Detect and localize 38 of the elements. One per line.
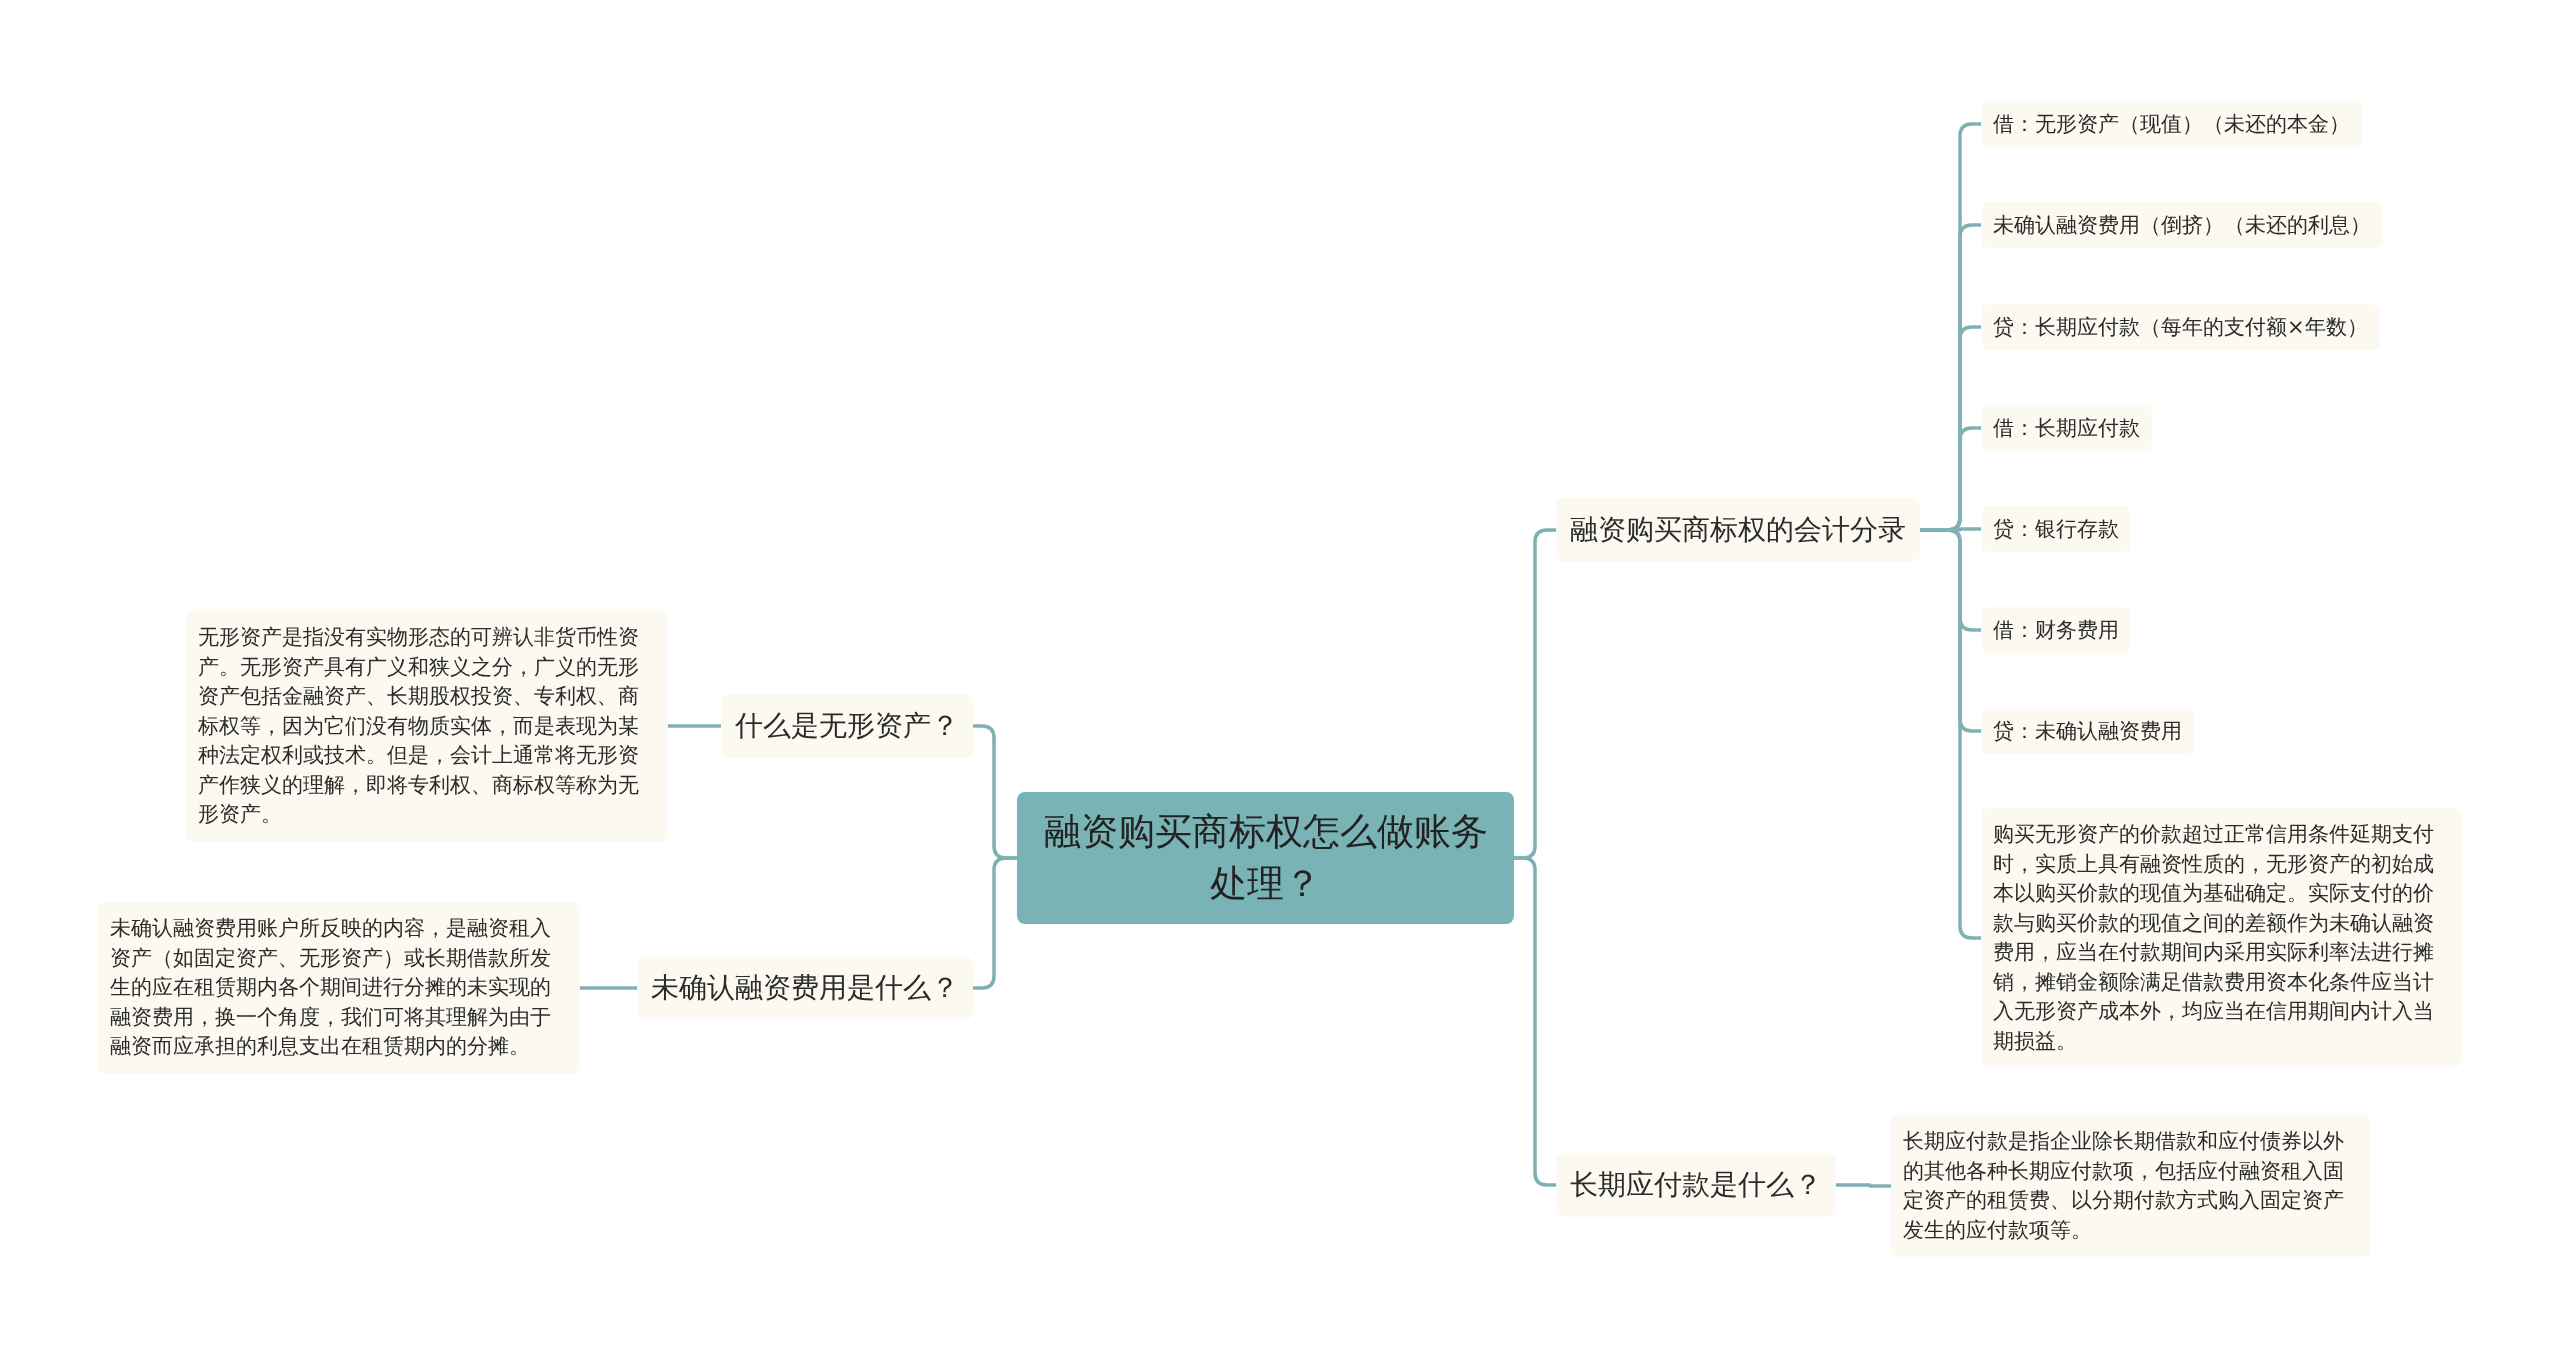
topic-text: 借：无形资产（现值）（未还的本金） bbox=[1993, 111, 2350, 138]
subtopic-box bbox=[1981, 708, 2194, 754]
topic-text: 贷：长期应付款（每年的支付额×年数） bbox=[1993, 314, 2368, 341]
subtopic-box bbox=[1981, 101, 2362, 147]
topic-text: 融资购买商标权怎么做账务处理？ bbox=[1042, 809, 1489, 907]
subtopic-box bbox=[1981, 202, 2383, 248]
topic-text: 未确认融资费用是什么？ bbox=[651, 970, 959, 1006]
connector-line bbox=[668, 724, 721, 728]
subtopic-box bbox=[1981, 506, 2131, 552]
topic-text: 贷：银行存款 bbox=[1993, 516, 2119, 543]
connector-line bbox=[580, 986, 637, 990]
connector-line bbox=[1514, 856, 1556, 1187]
topic-box bbox=[721, 694, 973, 758]
note-box bbox=[1981, 808, 2461, 1068]
topic-text: 借：财务费用 bbox=[1993, 617, 2119, 644]
topic-text: 融资购买商标权的会计分录 bbox=[1570, 512, 1906, 548]
topic-text: 贷：未确认融资费用 bbox=[1993, 718, 2182, 745]
note-box bbox=[98, 902, 580, 1074]
connector-line bbox=[973, 856, 1017, 990]
topic-box bbox=[1556, 1153, 1836, 1217]
subtopic-box bbox=[1981, 607, 2131, 653]
topic-text: 什么是无形资产？ bbox=[735, 708, 959, 744]
topic-text: 未确认融资费用（倒挤）（未还的利息） bbox=[1993, 212, 2371, 239]
note-box bbox=[1891, 1115, 2371, 1257]
subtopic-box bbox=[1981, 304, 2380, 350]
topic-text: 长期应付款是指企业除长期借款和应付债券以外的其他各种长期应付款项，包括应付融资租入固定资产的租赁费、以分期付款方式购入固定资产发生的应付款项等。 bbox=[1903, 1128, 2345, 1244]
topic-text: 无形资产是指没有实物形态的可辨认非货币性资产。无形资产具有广义和狭义之分，广义的无形资产包括金融资产、长期股权投资、专利权、商标权等，因为它们没有物质实体，而是表现为某种法定权利或技术。但是，会计上通常将无形资产作狭义的理解，即将专利权、商标权等称为无形资产。 bbox=[198, 623, 640, 828]
topic-box bbox=[1556, 498, 1920, 562]
topic-text: 长期应付款是什么？ bbox=[1570, 1167, 1822, 1203]
subtopic-box bbox=[1981, 405, 2152, 451]
note-box bbox=[186, 610, 668, 842]
connector-line bbox=[1920, 528, 1981, 940]
topic-text: 购买无形资产的价款超过正常信用条件延期支付时，实质上具有融资性质的，无形资产的初始成本以购买价款的现值为基础确定。实际支付的价款与购买价款的现值之间的差额作为未确认融资费用，应当在付款期间内采用实际利率法进行摊销，摊销金额除满足借款费用资本化条件应当计入无形资产成本外，均应当在信用期间内计入当期损益。 bbox=[1993, 821, 2435, 1055]
central-topic-box bbox=[1017, 792, 1514, 924]
connector-line bbox=[1836, 1183, 1891, 1188]
topic-box bbox=[637, 956, 973, 1020]
topic-text: 借：长期应付款 bbox=[1993, 415, 2140, 442]
topic-text: 未确认融资费用账户所反映的内容，是融资租入资产（如固定资产、无形资产）或长期借款所发生的应在租赁期内各个期间进行分摊的未实现的融资费用，换一个角度，我们可将其理解为由于融资而应承担的利息支出在租赁期内的分摊。 bbox=[110, 915, 552, 1061]
